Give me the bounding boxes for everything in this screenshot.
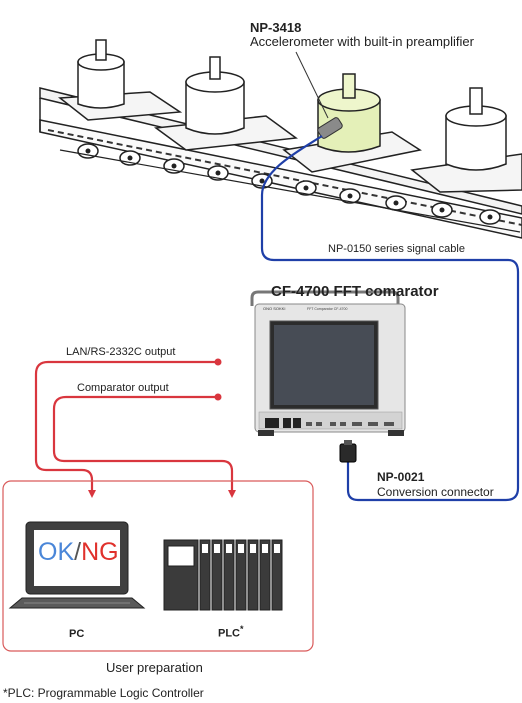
analyzer-brand: ONO SOKKI [263,306,285,311]
lan-output-wire [34,360,218,498]
motor-2 [154,56,298,151]
motor-4 [410,87,522,193]
accelerometer-np3418 [295,51,343,139]
lan-port-dot [214,358,222,366]
laptop-pc [8,521,146,609]
comparator-output-label: Comparator output [77,382,169,394]
analyzer-panel-text: FFT Comparator CF-4700 [307,307,347,311]
analyzer-cf4700 [250,290,406,436]
screen-separator: / [74,538,82,566]
comparator-port-dot [214,393,222,401]
plc-rack [163,539,283,611]
plc-label-text: PLC [218,627,240,640]
signal-cable-label: NP-0150 series signal cable [328,243,465,255]
analyzer-title-label: CF-4700 FFT comarator [271,283,439,300]
lan-output-label: LAN/RS-2332C output [66,346,176,358]
comparator-output-wire [52,395,236,498]
motor-3 [282,73,422,173]
conveyor [39,87,522,239]
pc-label: PC [69,628,85,640]
connector-model-label: NP-0021 [377,470,425,484]
motor-1 [57,39,183,121]
connector-description-label: Conversion connector [377,485,494,499]
plc-label: PLC* [218,624,244,640]
user-preparation-label: User preparation [106,660,203,675]
pc-screen-text: OK/NG [38,538,119,567]
sensor-description-label: Accelerometer with built-in preamplifier [250,34,474,49]
screen-ng-text: NG [81,538,119,566]
footnote: *PLC: Programmable Logic Controller [3,686,204,700]
user-preparation-box [2,480,314,652]
connector-np0021 [339,440,357,463]
plc-label-mark: * [240,624,244,634]
screen-ok-text: OK [38,538,75,566]
signal-cable [260,135,520,502]
sensor-model-label: NP-3418 [250,20,302,35]
